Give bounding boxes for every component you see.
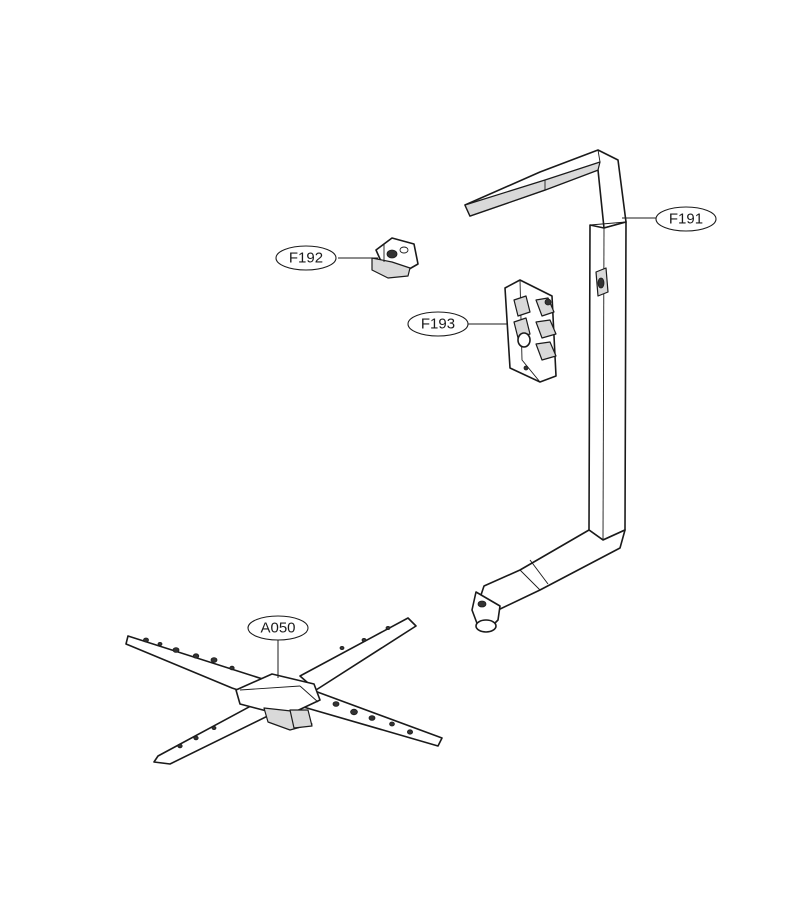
callout-f193-label: F193 <box>421 316 455 333</box>
part-f191-supply-tube <box>464 149 627 633</box>
callout-f191: F191 <box>655 206 717 232</box>
callout-f192: F192 <box>275 245 337 271</box>
callout-f191-label: F191 <box>669 211 703 228</box>
callout-a050: A050 <box>247 615 309 641</box>
part-f192-bracket <box>371 237 419 279</box>
callout-f193: F193 <box>407 311 469 337</box>
part-a050-spray-arm <box>125 617 443 765</box>
callout-f192-label: F192 <box>289 250 323 267</box>
callout-a050-label: A050 <box>260 620 295 637</box>
part-f193-connector <box>504 279 557 383</box>
